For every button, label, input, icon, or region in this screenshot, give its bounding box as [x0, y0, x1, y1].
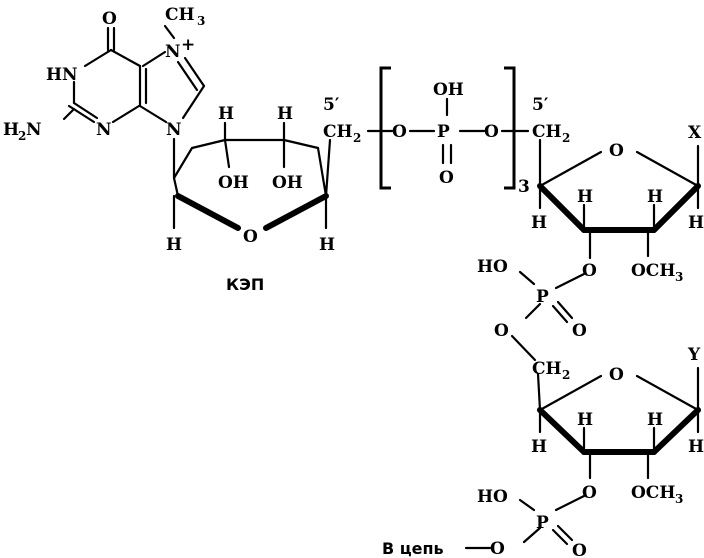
nt1-linking-oxygen: O — [494, 321, 509, 341]
nucleotide-2-bonds — [464, 366, 701, 550]
nucleotide-2-labels: CH 2 O Y H H H H O OCH 3 HO P O O В цепь — [382, 345, 704, 558]
nt2-ch2-subscript: 2 — [562, 368, 570, 382]
phosphate-oh-label: OH — [433, 80, 464, 100]
methyl-subscript: 3 — [197, 14, 205, 28]
ribose-oh2-label: OH — [272, 173, 303, 193]
nucleotide-1-labels: 5′ CH 2 O X H H H H O OCH 3 HO P O O — [477, 95, 704, 341]
nt2-3prime-oxygen: O — [582, 483, 597, 503]
nt1-phosphate-double-oxygen: O — [572, 321, 587, 341]
ribose-h1-label: H — [218, 104, 234, 124]
nt2-h-f: H — [577, 410, 593, 430]
ribose-h2-label: H — [277, 104, 293, 124]
ribose-oh1-label: OH — [218, 173, 249, 193]
cap-ch2-label: CH — [323, 122, 353, 142]
ribose-h-left-label: H — [166, 235, 182, 255]
nucleotide-1-bonds — [510, 144, 701, 412]
n3-label: N — [96, 120, 112, 140]
nt1-3prime-oxygen: O — [582, 261, 597, 281]
chain-continuation-label: В цепь — [382, 539, 444, 558]
phosphate-oxygen-left: O — [392, 122, 407, 142]
nt1-och3-subscript: 3 — [675, 270, 683, 284]
nt2-och3-subscript: 3 — [675, 492, 683, 506]
nt2-h-h: H — [688, 437, 704, 457]
cap-ribose-bonds — [172, 121, 332, 231]
amino-n-label: N — [26, 120, 42, 140]
nt1-h-a: H — [531, 213, 547, 233]
methyl-label: CH — [165, 5, 195, 25]
cap-ribose-labels: H H OH OH O H H 5′ CH 2 — [166, 95, 361, 255]
cap-caption: КЭП — [226, 275, 264, 294]
nt1-ch2-label: CH — [532, 122, 562, 142]
nt1-h-c: H — [647, 187, 663, 207]
nt1-5prime-label: 5′ — [532, 95, 549, 115]
repeat-count: 3 — [518, 177, 530, 197]
nt2-ho-label: HO — [477, 487, 508, 507]
nt2-h-g: H — [647, 410, 663, 430]
nt2-phosphate-double-oxygen: O — [572, 541, 587, 558]
nt2-och3-label: OCH — [631, 483, 675, 503]
nt1-och3-label: OCH — [631, 261, 675, 281]
n9-label: N — [166, 120, 182, 140]
nt1-ring-oxygen: O — [609, 141, 624, 161]
cap-5prime-label: 5′ — [323, 95, 340, 115]
ribose-ring-oxygen: O — [243, 227, 258, 247]
nt2-ch2-label: CH — [532, 359, 562, 379]
nt1-h-b: H — [577, 187, 593, 207]
hn-label: HN — [46, 65, 78, 85]
n7-charge: + — [181, 35, 195, 55]
nt1-h-d: H — [688, 213, 704, 233]
triphosphate-labels: O P OH O O 3 — [392, 80, 530, 197]
nt2-ring-oxygen: O — [609, 365, 624, 385]
nt2-phosphorus: P — [536, 513, 549, 533]
nt1-ho-label: HO — [477, 257, 508, 277]
cap-ch2-subscript: 2 — [353, 131, 361, 145]
nt2-h-e: H — [531, 437, 547, 457]
nt1-ch2-subscript: 2 — [562, 131, 570, 145]
amino-h-label: H — [3, 120, 19, 140]
guanine-bonds — [62, 24, 206, 180]
n7-label: N — [165, 42, 181, 62]
guanine-labels: CH 3 N + O HN H 2 N N N — [3, 5, 205, 143]
phosphate-oxygen-right: O — [484, 122, 499, 142]
phosphorus-center-label: P — [437, 122, 450, 142]
chain-linking-oxygen: O — [490, 539, 505, 558]
base-x-label: X — [688, 123, 702, 143]
carbonyl-oxygen-label: O — [102, 9, 117, 29]
amino-subscript: 2 — [18, 129, 26, 143]
nt1-phosphorus: P — [536, 287, 549, 307]
phosphate-oxygen-bottom: O — [439, 168, 454, 188]
base-y-label: Y — [687, 345, 701, 365]
ribose-h-right-label: H — [319, 235, 335, 255]
triphosphate-bonds — [366, 66, 542, 190]
